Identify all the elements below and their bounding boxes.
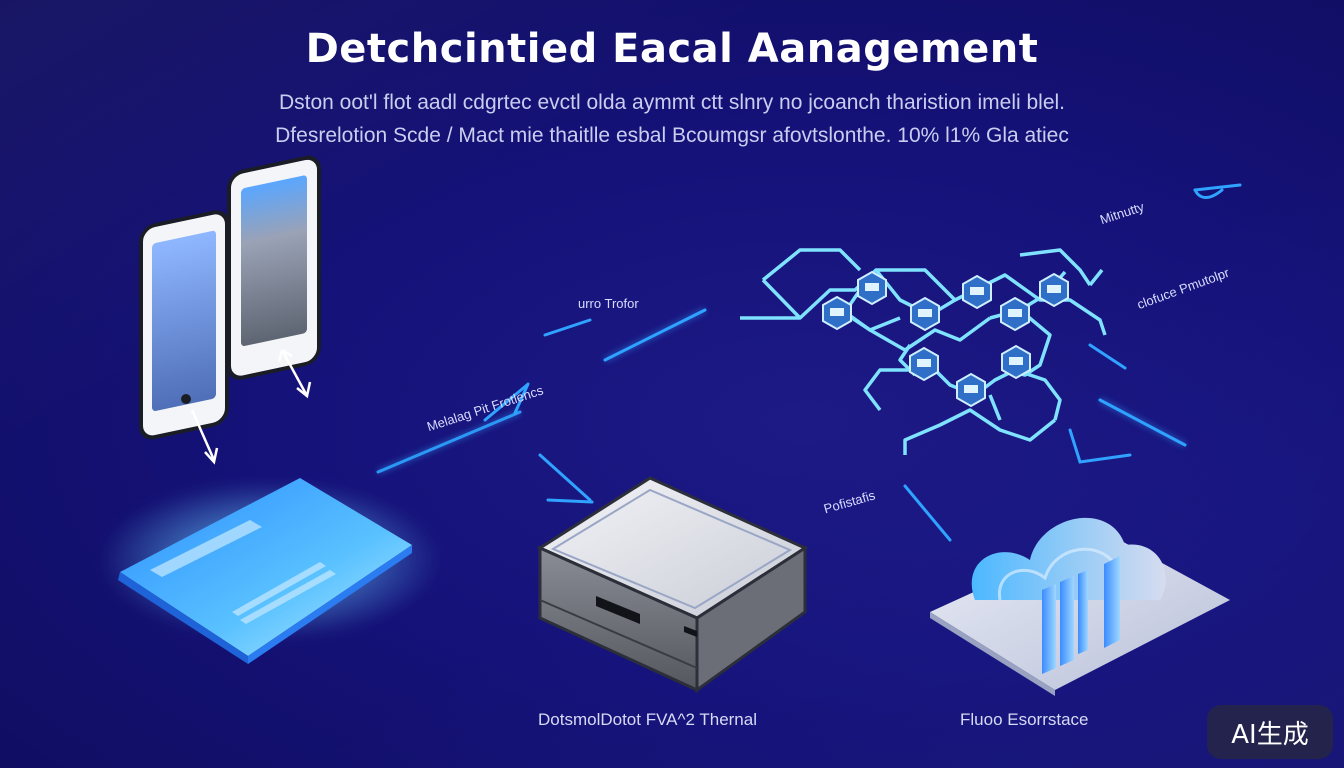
diagram-title: Detchcintied Eacal Aanagement <box>305 26 1039 72</box>
label-top-center: urro Trofor <box>578 296 639 311</box>
server-icon <box>536 476 809 693</box>
subtitle-line-2: Dfesrelotion Scde / Mact mie thaitlle es… <box>275 124 1069 147</box>
network-node-glyphs <box>830 283 1061 393</box>
caption-cloud: Fluoo Esorrstace <box>960 710 1089 729</box>
tablet-icon <box>100 478 440 664</box>
smartphone-icon <box>227 155 321 380</box>
arrow-icon <box>190 348 312 465</box>
caption-server: DotsmolDotot FVA^2 Thernal <box>538 710 757 729</box>
ai-generated-badge: AI生成 <box>1207 705 1333 759</box>
connector-lines <box>376 183 1242 542</box>
cloud-storage-icon <box>930 517 1230 696</box>
smartphone-icon <box>139 210 229 440</box>
subtitle-line-1: Dston oot'l flot aadl cdgrtec evctl olda… <box>278 91 1066 114</box>
